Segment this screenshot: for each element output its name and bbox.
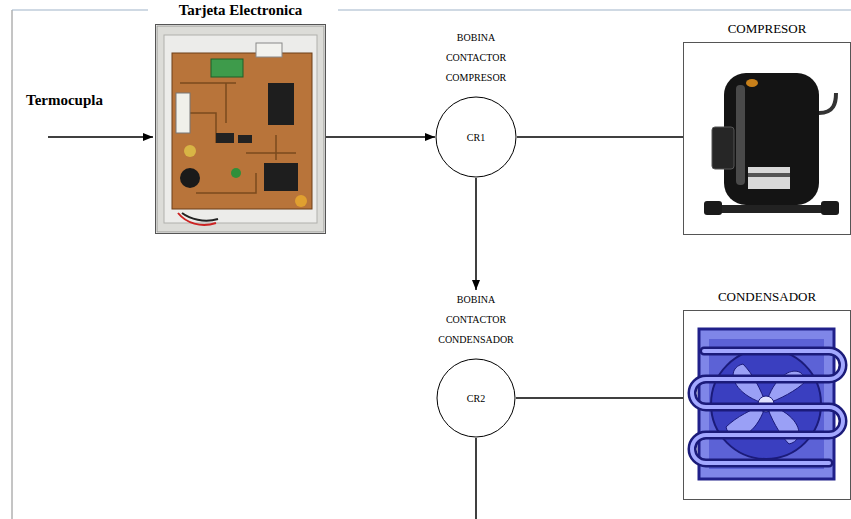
wire xyxy=(182,213,218,221)
name-plate-strip xyxy=(748,173,790,177)
device-illustration xyxy=(156,25,325,233)
contactor-coil: BOBINA CONTACTOR COMPRESOR CR1 xyxy=(435,28,517,178)
frame-line xyxy=(12,10,148,11)
device-illustration xyxy=(684,311,850,499)
metal-tray xyxy=(157,26,324,232)
capacitor xyxy=(184,145,196,157)
frame-line xyxy=(338,10,851,11)
condenser-box: CONDENSADOR xyxy=(683,289,851,500)
device-frame xyxy=(683,42,851,235)
wire xyxy=(475,438,477,519)
node-heading: Tarjeta Electronica xyxy=(155,1,326,19)
terminal-box xyxy=(712,127,734,169)
connector xyxy=(475,178,477,290)
chip xyxy=(238,135,252,143)
capacitor xyxy=(295,195,307,207)
trimmer xyxy=(231,168,241,178)
relay xyxy=(264,163,298,191)
device-frame xyxy=(683,310,851,500)
compressor-box: COMPRESOR xyxy=(683,21,851,235)
mount-foot xyxy=(821,201,839,215)
circuit-board xyxy=(172,53,312,209)
node-heading: BOBINA CONTACTOR COMPRESOR xyxy=(435,28,517,88)
compressor-shell xyxy=(724,73,819,205)
service-cap xyxy=(746,79,758,87)
connector xyxy=(176,93,190,133)
control-board-box: Tarjeta Electronica xyxy=(155,1,326,234)
base-plate xyxy=(709,205,834,213)
coil-circle-area: CR1 xyxy=(435,96,517,178)
name-plate xyxy=(748,167,790,189)
device-frame xyxy=(155,24,326,234)
capacitor xyxy=(180,168,200,188)
terminal-block xyxy=(211,59,243,77)
coil-circle-area: CR2 xyxy=(436,358,516,438)
connector xyxy=(256,43,282,57)
input-label: Termocupla xyxy=(26,92,103,109)
connector xyxy=(326,136,435,138)
coil-tube xyxy=(692,351,843,463)
connector xyxy=(517,136,683,138)
coil-label: CR2 xyxy=(467,393,485,404)
coil-circle xyxy=(437,359,515,437)
mount-foot xyxy=(704,201,722,215)
node-heading: COMPRESOR xyxy=(683,21,851,37)
tray-inner xyxy=(164,35,317,223)
node-heading: CONDENSADOR xyxy=(683,289,851,305)
node-heading: BOBINA CONTACTOR CONDENSADOR xyxy=(436,290,516,350)
contactor-coil: BOBINA CONTACTOR CONDENSADOR CR2 xyxy=(436,290,516,438)
connector xyxy=(516,397,683,399)
input-arrow xyxy=(48,136,153,138)
chip xyxy=(216,133,234,143)
shell-highlight xyxy=(736,85,745,185)
device-illustration xyxy=(684,43,850,234)
pipe xyxy=(819,93,836,113)
coil-circle xyxy=(436,97,516,177)
frame-line xyxy=(12,10,13,519)
coil-label: CR1 xyxy=(467,132,485,143)
coil-tube xyxy=(692,351,843,463)
relay xyxy=(268,83,294,125)
